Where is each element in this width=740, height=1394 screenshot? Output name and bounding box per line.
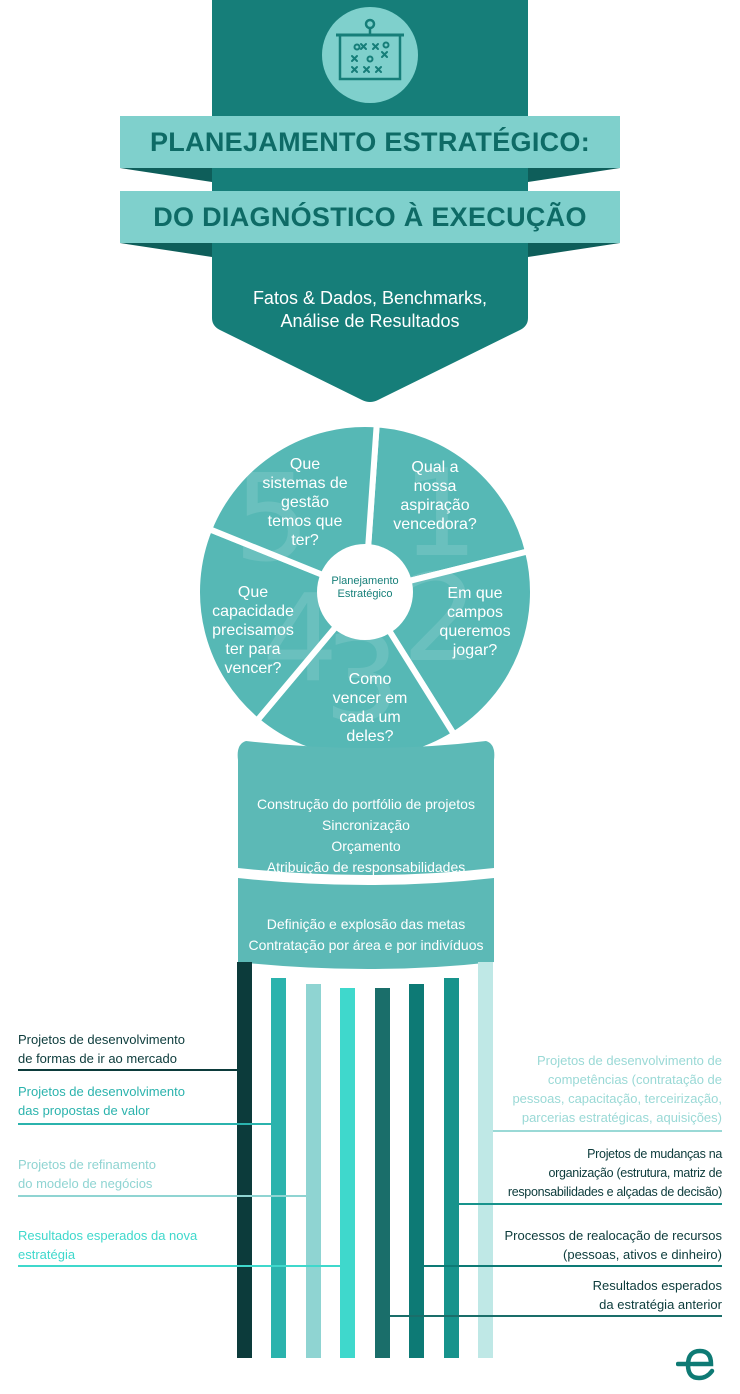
title-ribbon-1: PLANEJAMENTO ESTRATÉGICO:	[120, 116, 620, 168]
title-line-2: DO DIAGNÓSTICO À EXECUÇÃO	[153, 201, 587, 232]
right-label-1-line: competências (contratação de	[547, 1072, 722, 1087]
right-label-4-line: Resultados esperados	[592, 1278, 722, 1293]
right-label-2-line: organização (estrutura, matriz de	[548, 1166, 722, 1180]
slice-text-1: Qual a nossa aspiração vencedora?	[385, 458, 485, 534]
slice-4-line: vencer?	[224, 660, 282, 677]
slice-4-line: precisamos	[212, 622, 294, 639]
right-label-3: Processos de realocação de recursos (pes…	[472, 1226, 722, 1264]
slice-text-3: Como vencer em cada um deles?	[320, 670, 420, 746]
band-top-line: Construção do portfólio de projetos	[257, 796, 475, 812]
slice-4-line: ter para	[225, 641, 281, 658]
band-top-line: Sincronização	[322, 817, 410, 833]
wheel-slice-1	[361, 421, 532, 596]
column-6	[409, 984, 424, 1358]
slice-3-line: deles?	[346, 728, 394, 745]
right-label-4: Resultados esperados da estratégia anter…	[472, 1276, 722, 1314]
left-label-4-line: estratégia	[18, 1247, 76, 1262]
right-label-1-line: pessoas, capacitação, terceirização,	[512, 1091, 722, 1106]
strategy-board-icon	[322, 7, 418, 103]
slice-4-line: capacidade	[212, 603, 294, 620]
column-8	[478, 962, 493, 1358]
wheel-slice-number-1: 1	[402, 445, 478, 584]
title-line-1: PLANEJAMENTO ESTRATÉGICO:	[149, 126, 591, 157]
slice-2-line: campos	[446, 604, 504, 621]
left-label-1-line: Projetos de desenvolvimento	[18, 1032, 185, 1047]
left-label-1: Projetos de desenvolvimento de formas de…	[18, 1030, 248, 1068]
ribbon-tail-right-1	[528, 168, 620, 182]
band-bottom	[238, 878, 494, 969]
right-label-1: Projetos de desenvolvimento de competênc…	[472, 1051, 722, 1127]
title-ribbon-2: DO DIAGNÓSTICO À EXECUÇÃO	[120, 191, 620, 243]
slice-1-line: vencedora?	[393, 516, 477, 533]
slice-3-line: cada um	[339, 709, 401, 726]
slice-2-line: queremos	[439, 623, 511, 640]
right-label-1-line: parcerias estratégicas, aquisições)	[521, 1110, 722, 1125]
center-line-2: Estratégico	[337, 588, 393, 600]
slice-1-line: aspiração	[400, 497, 470, 514]
slice-3-line: vencer em	[332, 690, 408, 707]
slice-5-line: Que	[289, 456, 321, 473]
right-label-3-line: Processos de realocação de recursos	[504, 1228, 722, 1243]
slice-text-4: Que capacidade precisamos ter para vence…	[203, 583, 303, 678]
right-label-4-line: da estratégia anterior	[599, 1297, 722, 1312]
column-3	[306, 984, 321, 1358]
band-top	[237, 741, 495, 875]
ribbon-tail-right-2	[528, 243, 620, 257]
column-1	[237, 962, 252, 1358]
left-label-4-line: Resultados esperados da nova	[18, 1228, 198, 1243]
band-top-text: Construção do portfólio de projetos Sinc…	[238, 794, 494, 878]
column-2	[271, 978, 286, 1358]
column-7	[444, 978, 459, 1358]
left-label-3-line: do modelo de negócios	[18, 1176, 153, 1191]
wheel-slice-number-5: 5	[234, 450, 310, 589]
wheel-slice-5	[205, 421, 380, 597]
slice-5-line: temos que	[267, 513, 343, 530]
right-label-1-line: Projetos de desenvolvimento de	[536, 1053, 722, 1068]
left-label-2: Projetos de desenvolvimento das proposta…	[18, 1082, 258, 1120]
slice-text-5: Que sistemas de gestão temos que ter?	[255, 455, 355, 550]
slice-5-line: sistemas de	[262, 475, 348, 492]
slice-3-line: Como	[348, 671, 392, 688]
columns	[237, 962, 493, 1358]
ribbon-tail-left-1	[120, 168, 212, 182]
right-label-2-line: Projetos de mudanças na	[587, 1147, 722, 1161]
left-label-4: Resultados esperados da nova estratégia	[18, 1226, 258, 1264]
band-top-line: Atribuição de responsabilidades	[266, 859, 466, 875]
slice-1-line: nossa	[413, 478, 457, 495]
slice-1-line: Qual a	[411, 459, 459, 476]
subtitle-line-2: Análise de Resultados	[280, 311, 460, 331]
right-label-2: Projetos de mudanças na organização (est…	[472, 1145, 722, 1202]
slice-5-line: ter?	[291, 532, 319, 549]
e-logo-icon	[676, 1348, 715, 1381]
right-label-2-line: responsabilidades e alçadas de decisão)	[507, 1185, 722, 1199]
slice-4-line: Que	[237, 584, 269, 601]
left-label-3-line: Projetos de refinamento	[18, 1157, 157, 1172]
wheel-center-label: Planejamento Estratégico	[318, 575, 412, 601]
subtitle-line-1: Fatos & Dados, Benchmarks,	[252, 288, 488, 308]
slice-text-2: Em que campos queremos jogar?	[425, 584, 525, 660]
band-bottom-line: Contratação por área e por indivíduos	[248, 937, 484, 953]
left-label-1-line: de formas de ir ao mercado	[18, 1051, 177, 1066]
band-bottom-text: Definição e explosão das metas Contrataç…	[238, 914, 494, 956]
left-label-3: Projetos de refinamento do modelo de neg…	[18, 1155, 258, 1193]
band-top-line: Orçamento	[331, 838, 401, 854]
wheel-slice-number-2: 2	[402, 550, 478, 689]
slice-5-line: gestão	[280, 494, 330, 511]
header-subtitle: Fatos & Dados, Benchmarks, Análise de Re…	[212, 287, 528, 333]
left-label-2-line: das propostas de valor	[18, 1103, 150, 1118]
wheel-center	[317, 544, 413, 640]
column-4	[340, 988, 355, 1358]
center-line-1: Planejamento	[331, 575, 399, 587]
slice-2-line: Em que	[447, 585, 503, 602]
slice-2-line: jogar?	[452, 642, 498, 659]
right-label-3-line: (pessoas, ativos e dinheiro)	[563, 1247, 722, 1262]
left-label-2-line: Projetos de desenvolvimento	[18, 1084, 185, 1099]
column-5	[375, 988, 390, 1358]
ribbon-tail-left-2	[120, 243, 212, 257]
band-bottom-line: Definição e explosão das metas	[266, 916, 466, 932]
